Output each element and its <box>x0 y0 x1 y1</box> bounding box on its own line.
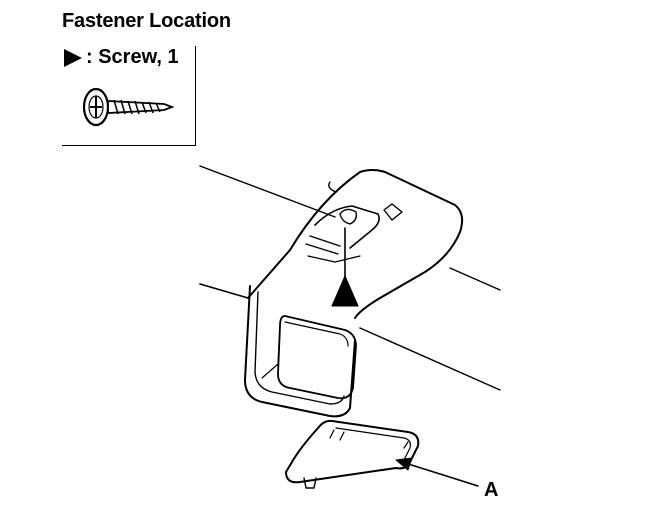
lamp-lens-recess <box>277 315 357 400</box>
headliner-edge-right <box>449 267 501 291</box>
callout-label-a: A <box>484 479 499 501</box>
lens-cover <box>285 419 420 484</box>
fastener-legend: : Screw, 1 <box>62 46 196 146</box>
legend-screw-label: : Screw, 1 <box>86 46 179 68</box>
callout-leader-a <box>401 461 479 487</box>
triangle-marker-icon <box>64 48 82 67</box>
diagram-title: Fastener Location <box>62 10 231 32</box>
screw-icon <box>82 87 175 127</box>
screw-location-marker <box>331 275 359 307</box>
headliner-edge-lower <box>359 327 501 391</box>
console-housing <box>247 169 464 319</box>
headliner-edge-upper <box>199 165 336 218</box>
panel-left-edge <box>199 283 249 299</box>
lamp-housing <box>244 285 356 418</box>
legend-screw-entry: : Screw, 1 <box>62 46 179 69</box>
